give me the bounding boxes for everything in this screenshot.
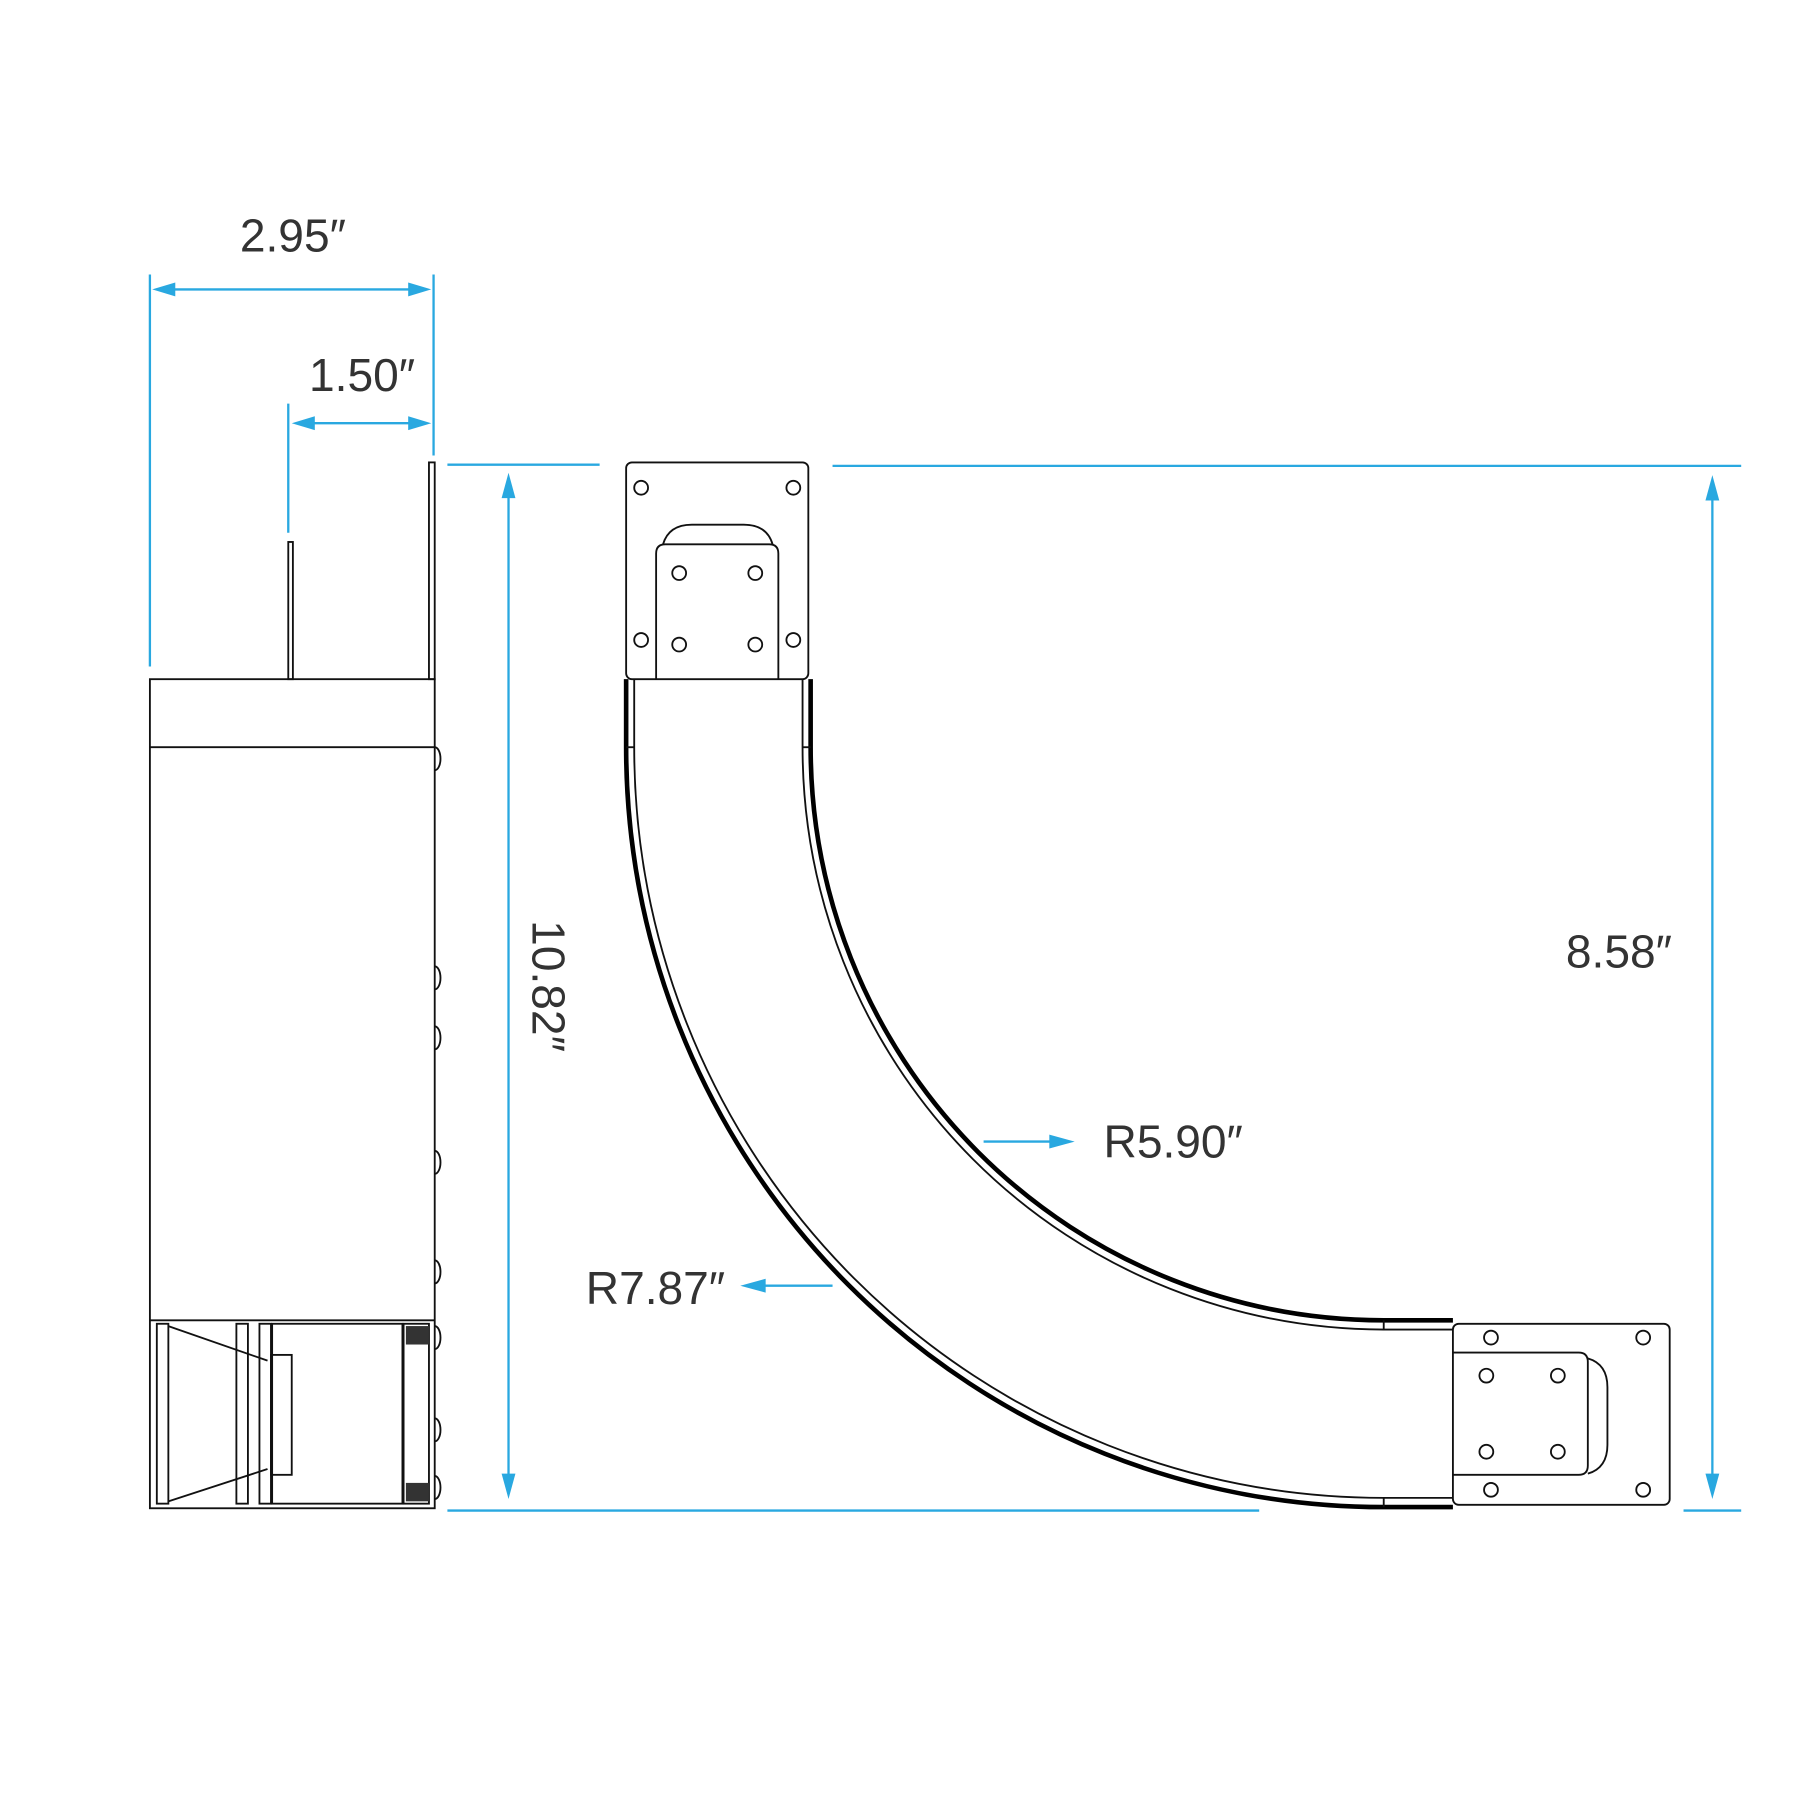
outer-radius-label: R7.87″: [586, 1262, 725, 1314]
end-cap-detail: [155, 1322, 430, 1505]
inner-radius-label: R5.90″: [1104, 1116, 1243, 1168]
mounting-holes-right: [1478, 1329, 1652, 1498]
side-view: [148, 461, 442, 1510]
dimension-flange-offset: 1.50″: [287, 349, 432, 533]
overall-height-label: 10.82″: [523, 920, 575, 1052]
mounting-holes-top: [633, 479, 802, 653]
dimension-inner-radius: R5.90″: [983, 1116, 1243, 1168]
dimension-outer-radius: R7.87″: [586, 1262, 833, 1314]
overall-width-label: 2.95″: [240, 209, 346, 261]
elbow-height-label: 8.58″: [1566, 925, 1672, 977]
dimension-elbow-height: 8.58″: [832, 464, 1742, 1512]
elbow-top-view: [623, 461, 1671, 1510]
dimension-overall-height: 10.82″: [447, 463, 1260, 1512]
flange-offset-label: 1.50″: [309, 349, 415, 401]
side-knobs: [434, 746, 442, 1500]
dimension-overall-width: 2.95″: [148, 209, 435, 667]
